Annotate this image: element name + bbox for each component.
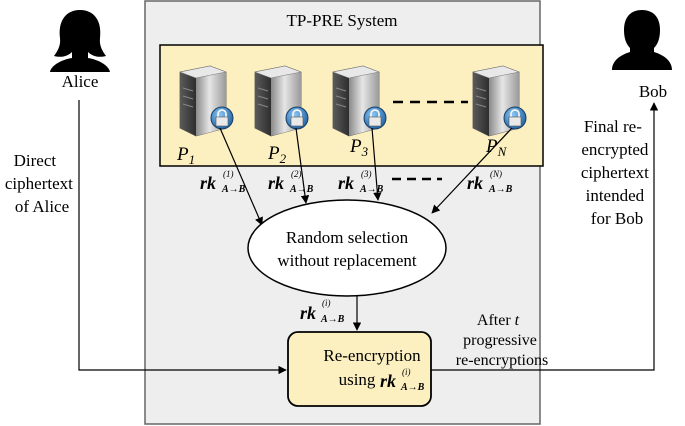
svg-text:rk: rk	[338, 173, 354, 193]
svg-text:PN: PN	[485, 136, 508, 159]
svg-text:A→B: A→B	[320, 314, 345, 325]
reencryption-box	[287, 331, 432, 407]
svg-text:rk: rk	[200, 173, 216, 193]
reencryption-line-2: using	[339, 370, 376, 389]
selection-line-2: without replacement	[277, 251, 417, 270]
arrow-alice-to-reencryption	[78, 100, 287, 375]
bob-label: Bob	[639, 82, 667, 101]
proxy-server-icon	[332, 65, 387, 137]
arrow-p2-to-selection	[295, 127, 310, 204]
svg-text:A→B: A→B	[221, 184, 246, 195]
rekey-label-2: rk (2) A→B	[268, 169, 314, 195]
final-ciphertext-label: Final re- encrypted ciphertext intended …	[581, 117, 653, 228]
proxy-label-n: PN	[485, 136, 508, 159]
svg-text:A→B: A→B	[359, 184, 384, 195]
alice-label: Alice	[62, 72, 99, 91]
proxy-label-3: P3	[349, 136, 369, 159]
arrow-p3-to-selection	[371, 127, 382, 201]
alice-icon	[50, 10, 110, 72]
svg-text:(N): (N)	[490, 169, 502, 179]
bob-icon	[612, 10, 672, 70]
svg-text:(1): (1)	[223, 169, 234, 179]
svg-text:A→B: A→B	[488, 184, 513, 195]
system-title: TP-PRE System	[287, 11, 398, 30]
svg-text:(3): (3)	[361, 169, 372, 179]
proxy-server-icon	[254, 65, 309, 137]
arrow-p1-to-selection	[219, 127, 263, 226]
rekey-label-n: rk (N) A→B	[467, 169, 513, 195]
proxy-label-1: P1	[176, 144, 195, 167]
svg-text:rk: rk	[467, 173, 483, 193]
after-t-label: After t progressive re-encryptions	[456, 312, 548, 369]
selection-line-1: Random selection	[286, 228, 409, 247]
reencryption-line-1: Re-encryption	[323, 346, 421, 365]
proxy-server-icon	[179, 65, 234, 137]
direct-ciphertext-label: Direct ciphertext of Alice	[5, 151, 77, 216]
svg-text:(2): (2)	[291, 169, 302, 179]
svg-text:rk: rk	[300, 303, 316, 323]
random-selection-ellipse	[247, 199, 447, 297]
svg-text:A→B: A→B	[400, 382, 425, 393]
arrow-reencryption-to-bob	[431, 102, 659, 371]
svg-text:rk: rk	[268, 173, 284, 193]
svg-text:P3: P3	[349, 136, 369, 159]
selected-rekey-label: rk (i) A→B	[300, 298, 345, 325]
arrow-pn-to-selection	[431, 127, 513, 214]
svg-text:P1: P1	[176, 144, 195, 167]
rekey-label-1: rk (1) A→B	[200, 169, 246, 195]
svg-text:rk: rk	[380, 371, 396, 391]
svg-text:(i): (i)	[402, 367, 411, 377]
reencryption-rekey: rk (i) A→B	[380, 367, 425, 393]
svg-text:(i): (i)	[322, 298, 331, 308]
proxy-server-icon	[472, 65, 527, 137]
rekey-label-3: rk (3) A→B	[338, 169, 384, 195]
svg-text:A→B: A→B	[289, 184, 314, 195]
svg-text:P2: P2	[267, 143, 287, 166]
proxy-label-2: P2	[267, 143, 287, 166]
